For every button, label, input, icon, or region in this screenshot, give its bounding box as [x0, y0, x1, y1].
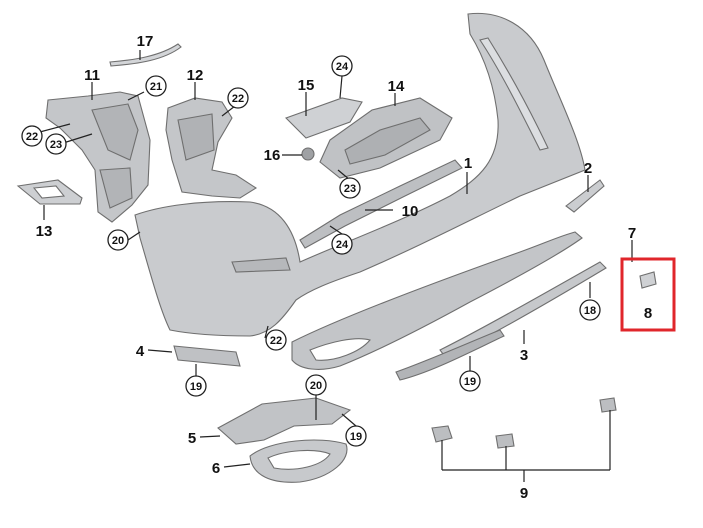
label-11: 11	[84, 67, 100, 84]
callout-circle	[45, 133, 67, 155]
label-24-top: 24	[336, 61, 349, 73]
part-17-trim-strip	[109, 43, 182, 67]
label-20-left: 20	[112, 235, 124, 247]
label-5: 5	[188, 430, 196, 447]
label-17: 17	[137, 33, 154, 50]
part-drawings	[16, 12, 657, 483]
part-9-clip-b	[495, 433, 515, 449]
label-13: 13	[36, 223, 53, 240]
label-14: 14	[388, 78, 405, 95]
label-22-lower: 22	[270, 335, 282, 347]
callout-circle	[145, 75, 167, 97]
callout-circle	[459, 370, 481, 392]
label-19-lower: 19	[350, 431, 362, 443]
part-10-rail	[299, 159, 463, 249]
callout-circle	[331, 55, 353, 77]
part-9-clip-a	[431, 425, 453, 443]
highlight-box	[620, 257, 676, 332]
callout-circle	[339, 177, 361, 199]
part-15-shield	[284, 97, 363, 139]
label-12: 12	[187, 67, 204, 84]
callout-circle	[227, 87, 249, 109]
callout-circle	[331, 233, 353, 255]
label-18: 18	[584, 305, 596, 317]
callout-circle	[305, 374, 327, 396]
label-9: 9	[520, 485, 528, 502]
part-9-clip-c	[599, 397, 617, 413]
label-23-center: 23	[344, 183, 356, 195]
label-22-left: 22	[26, 131, 38, 143]
label-2: 2	[584, 160, 592, 177]
callout-circle	[21, 125, 43, 147]
callout-circle	[265, 329, 287, 351]
callout-circles	[21, 55, 601, 447]
label-3: 3	[520, 347, 528, 364]
label-8: 8	[644, 305, 652, 322]
callout-circle	[345, 425, 367, 447]
label-10: 10	[402, 203, 419, 220]
callout-circle	[579, 299, 601, 321]
part-8-clip	[639, 271, 657, 289]
label-7: 7	[628, 225, 636, 242]
label-15: 15	[298, 77, 315, 94]
part-16-clip	[301, 147, 315, 161]
label-22-top: 22	[232, 93, 244, 105]
label-21: 21	[150, 81, 162, 93]
label-4: 4	[136, 343, 145, 360]
callout-circle	[185, 375, 207, 397]
leader-lines	[35, 50, 633, 482]
label-1: 1	[464, 155, 472, 172]
label-19-left: 19	[190, 381, 202, 393]
label-20-lower: 20	[310, 380, 322, 392]
label-24-center: 24	[336, 239, 349, 251]
part-4-small-bracket	[173, 345, 241, 367]
callout-circle	[107, 229, 129, 251]
part-labels: 17 11 21 12 22 24 15 14 22 23 16 23 1 2 …	[26, 33, 652, 502]
label-16: 16	[264, 147, 281, 164]
part-1-bumper-cover	[134, 12, 586, 337]
part-2-side-strip	[565, 179, 605, 213]
part-5-exhaust-bracket	[217, 397, 352, 445]
label-23-left: 23	[50, 139, 62, 151]
label-19-center: 19	[464, 376, 476, 388]
part-3-diffuser	[291, 231, 583, 370]
label-6: 6	[212, 460, 220, 477]
